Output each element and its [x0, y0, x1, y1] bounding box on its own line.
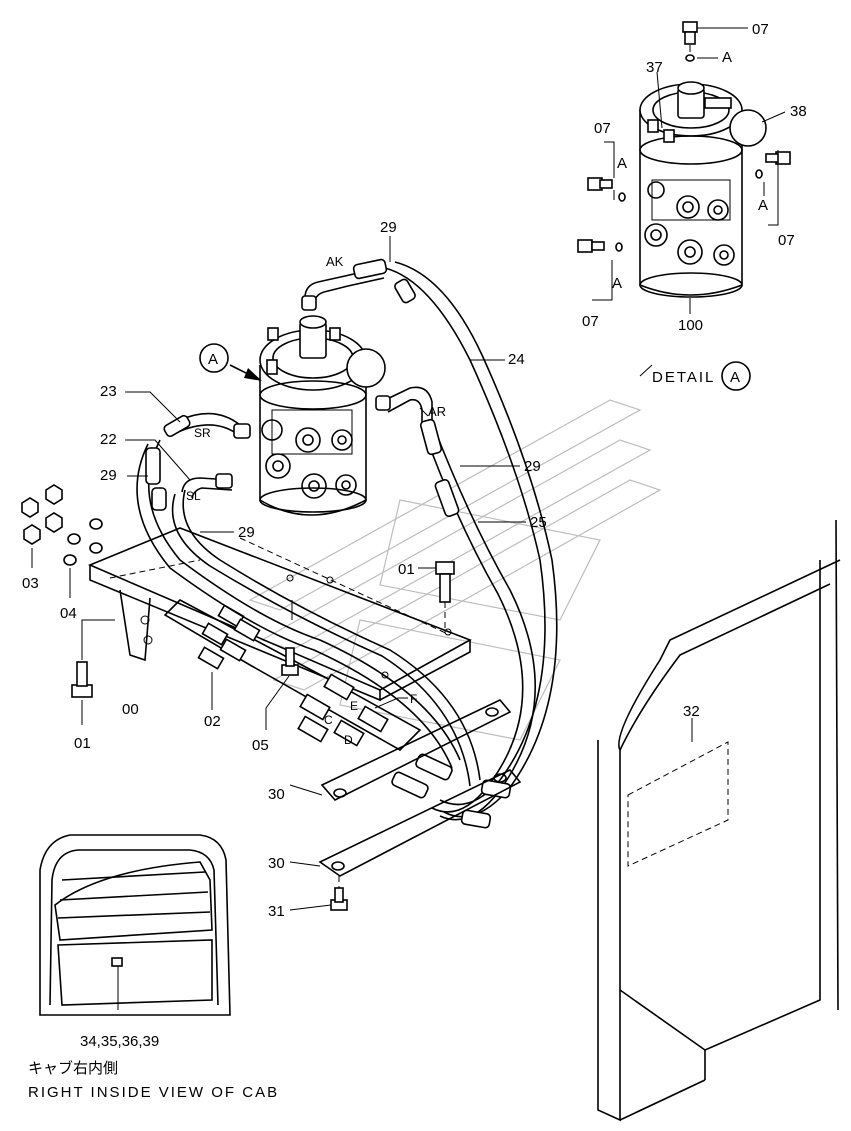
callout-03: 03: [22, 575, 39, 592]
port-label-ak: AK: [326, 254, 344, 269]
bolt-05: [281, 647, 299, 676]
callout-22: 22: [100, 431, 117, 448]
callout-01-mid: 01: [398, 561, 415, 578]
detail-a-marker-main: [199, 343, 229, 373]
callout-02: 02: [204, 713, 221, 730]
port-label-a-3: A: [758, 197, 768, 214]
detail-marker-letter-main: A: [208, 351, 218, 368]
port-label-e: E: [350, 699, 358, 713]
callout-31: 31: [268, 903, 285, 920]
detail-a-swivel-joint: [639, 81, 767, 298]
callout-01-bottom: 01: [74, 735, 91, 752]
port-label-a-1: A: [722, 49, 732, 66]
callout-07-left-upper: 07: [594, 120, 611, 137]
callout-29-top: 29: [380, 219, 397, 236]
callout-30-lower: 30: [268, 855, 285, 872]
cab-caption-english: RIGHT INSIDE VIEW OF CAB: [28, 1084, 279, 1101]
swivel-joint-assembly: [259, 315, 386, 516]
hose-22: [171, 489, 481, 787]
callout-cab-parts: 34,35,36,39: [80, 1033, 159, 1050]
cab-side-view: [39, 834, 231, 1016]
callout-00: 00: [122, 701, 139, 718]
callout-05: 05: [252, 737, 269, 754]
hose-sl-elbow: [181, 477, 233, 499]
callout-30-upper: 30: [268, 786, 285, 803]
callout-24: 24: [508, 351, 525, 368]
cab-caption-japanese: キャブ右内側: [28, 1059, 118, 1077]
detail-marker-letter-detail: A: [730, 369, 740, 386]
callout-29-lower: 29: [238, 524, 255, 541]
detail-a-marker-detail: [721, 361, 751, 391]
manifold-fittings: [163, 599, 422, 751]
callout-38: 38: [790, 103, 807, 120]
detail-label: DETAIL: [652, 369, 715, 386]
hose-29-main: [136, 439, 461, 769]
port-label-c: C: [324, 713, 333, 727]
callout-07-left-lower: 07: [582, 313, 599, 330]
port-label-d: D: [344, 733, 353, 747]
port-label-ar: AR: [428, 404, 446, 419]
bracket-30-upper: [320, 699, 512, 801]
watermark-logo: [248, 399, 662, 741]
callout-23: 23: [100, 383, 117, 400]
callout-07-top: 07: [752, 21, 769, 38]
nuts-03: [21, 484, 63, 545]
callout-04: 04: [60, 605, 77, 622]
port-label-sr: SR: [194, 426, 211, 440]
port-label-f: F: [410, 692, 417, 706]
bolt-01-upper: [435, 561, 455, 603]
callout-29-left: 29: [100, 467, 117, 484]
cab-panel: [597, 519, 841, 1122]
mounting-bracket-00: [87, 527, 472, 702]
port-label-a-2: A: [617, 155, 627, 172]
callout-25: 25: [530, 514, 547, 531]
callout-100: 100: [678, 317, 703, 334]
fitting-07-right: [755, 151, 791, 179]
bracket-30-lower: [318, 769, 522, 877]
fitting-07-top: [682, 21, 698, 62]
fitting-07-left-upper: [587, 177, 626, 202]
hose-couplings: [145, 258, 512, 829]
bolt-31: [330, 887, 348, 911]
port-label-sl: SL: [186, 489, 201, 503]
callout-32: 32: [683, 703, 700, 720]
callout-29-mid: 29: [524, 458, 541, 475]
hose-24: [384, 261, 558, 818]
fitting-07-left-lower: [577, 239, 623, 253]
callout-37: 37: [646, 59, 663, 76]
bolt-01-lower: [71, 661, 93, 698]
port-label-a-4: A: [612, 275, 622, 292]
washers-04: [63, 518, 103, 566]
callout-07-right: 07: [778, 232, 795, 249]
